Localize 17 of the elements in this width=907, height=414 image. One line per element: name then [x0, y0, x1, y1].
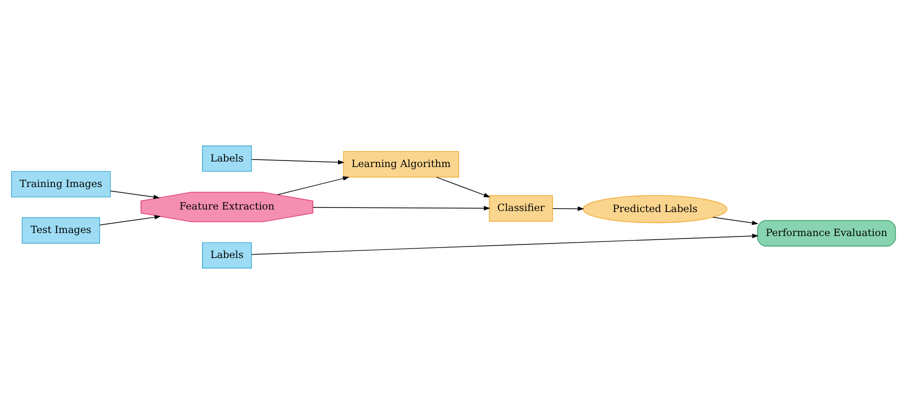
arrow — [99, 215, 161, 226]
node-ellipse: Predicted Labels — [582, 195, 728, 224]
arrow — [436, 176, 490, 198]
arrow — [312, 206, 490, 210]
arrow — [277, 176, 350, 196]
arrow — [552, 206, 584, 211]
arrow — [110, 190, 160, 200]
node-box: Test Images — [22, 217, 100, 244]
node-box: Labels — [202, 146, 252, 172]
node-box: Training Images — [11, 171, 111, 198]
arrow — [712, 216, 758, 226]
arrow — [251, 159, 344, 165]
node-box: Performance Evaluation — [757, 220, 896, 246]
node-box: Labels — [202, 242, 252, 268]
node-box: Classifier — [488, 195, 553, 222]
arrow — [251, 234, 759, 255]
node-box: Learning Algorithm — [343, 151, 460, 178]
